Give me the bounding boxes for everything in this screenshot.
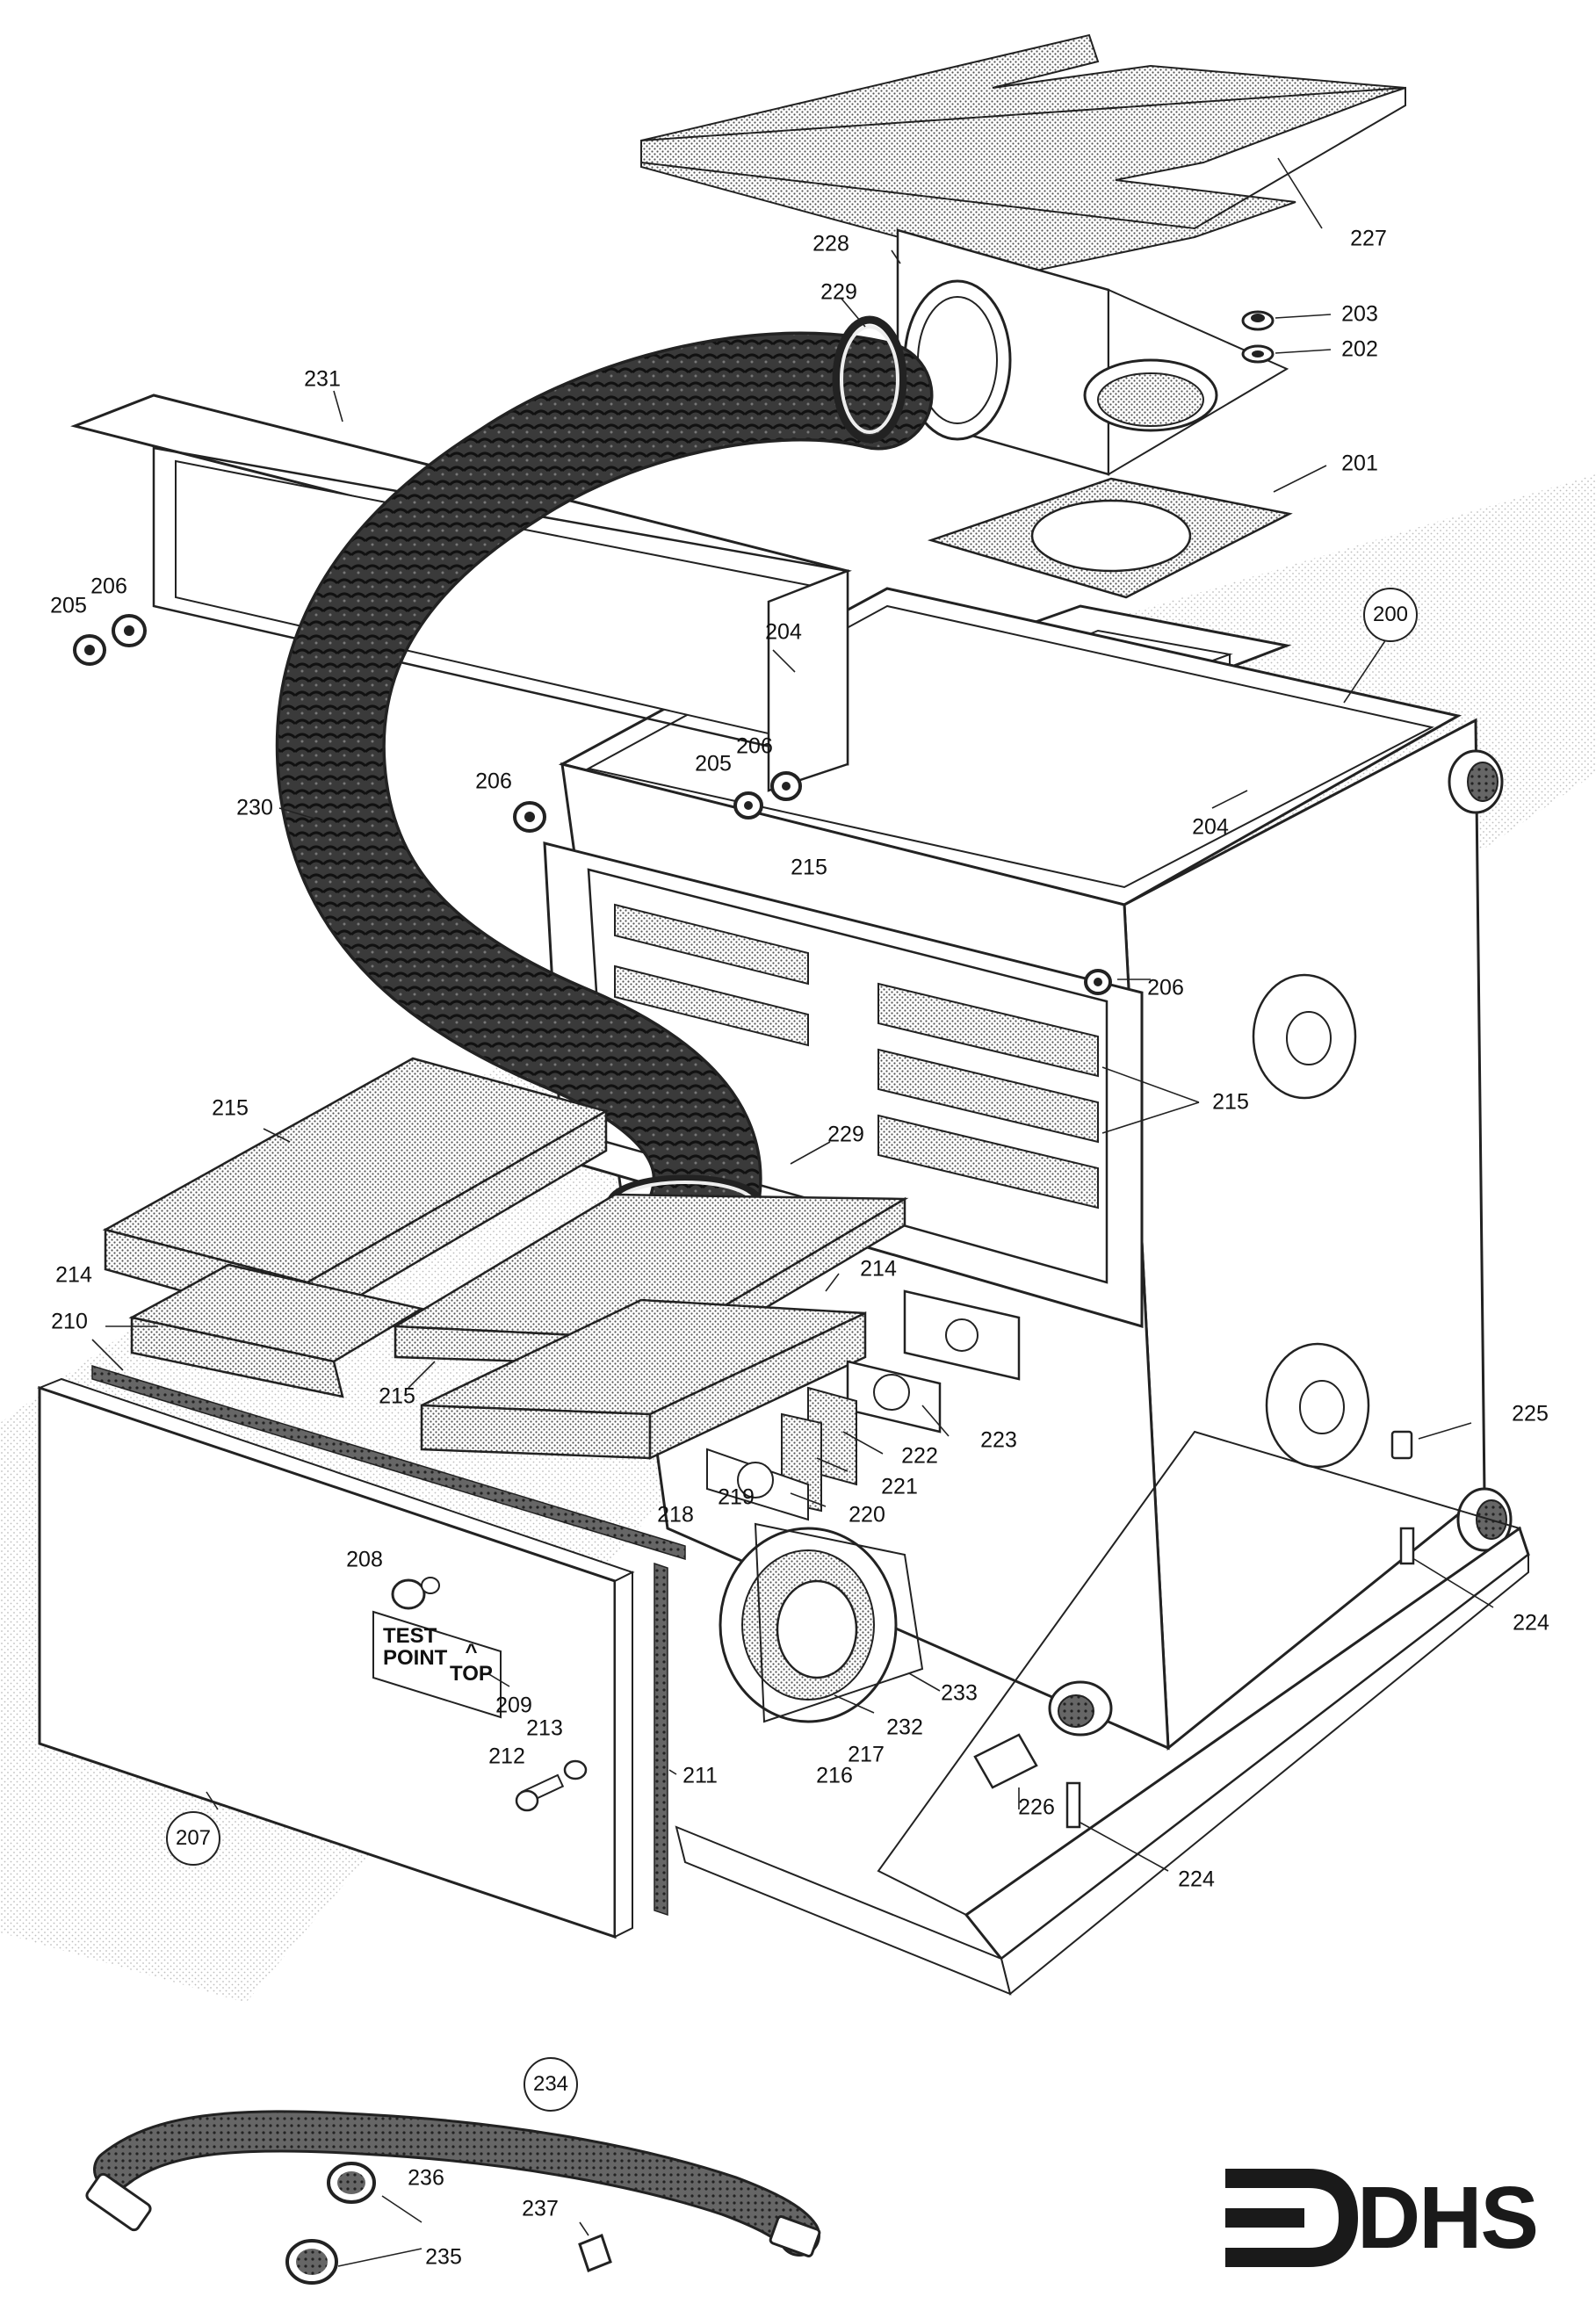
boiler-cabinet	[543, 587, 1530, 1996]
burner-flange-232	[719, 1522, 924, 1723]
fitting-225	[1390, 1430, 1413, 1460]
fitting-224-b	[1065, 1781, 1081, 1829]
nut-205-left	[73, 634, 106, 666]
dhs-logo-mark	[1225, 2169, 1359, 2267]
nut-205-mid	[733, 791, 763, 820]
test-point-plate-209	[372, 1610, 502, 1719]
washer-213	[563, 1759, 588, 1780]
front-panel-207	[37, 1377, 635, 1939]
flow-tapping-top	[1448, 749, 1504, 814]
fitting-224-a	[1399, 1527, 1415, 1565]
insulation-slab-214-right	[420, 1298, 867, 1460]
bush-fitting	[1048, 1680, 1113, 1737]
grommet-235-b	[285, 2239, 338, 2285]
washer-206-d	[1084, 969, 1112, 995]
nipple-237	[578, 2234, 612, 2272]
sight-glass-assembly	[706, 1289, 1021, 1521]
screw-208	[391, 1577, 440, 1610]
screw-212	[515, 1773, 565, 1812]
baffles-215-right	[877, 982, 1099, 1210]
baffles-215-left	[614, 903, 809, 1047]
gasket-201	[927, 477, 1293, 599]
flue-box-228	[896, 228, 1289, 476]
top-insulation-227	[640, 33, 1406, 274]
washer-206-mid	[770, 771, 802, 801]
washer-206-c	[513, 801, 546, 833]
seal-211	[654, 1562, 668, 1917]
plug-226	[973, 1733, 1038, 1789]
hose-236	[85, 2110, 821, 2257]
leader-lines	[91, 157, 1494, 2267]
seal-210	[91, 1364, 686, 1561]
washer-206-left	[112, 614, 147, 647]
grommet-235-a	[327, 2162, 376, 2204]
insulation-slab-214-left	[128, 1263, 425, 1398]
nut-203	[1241, 310, 1275, 331]
washer-202	[1241, 344, 1275, 364]
